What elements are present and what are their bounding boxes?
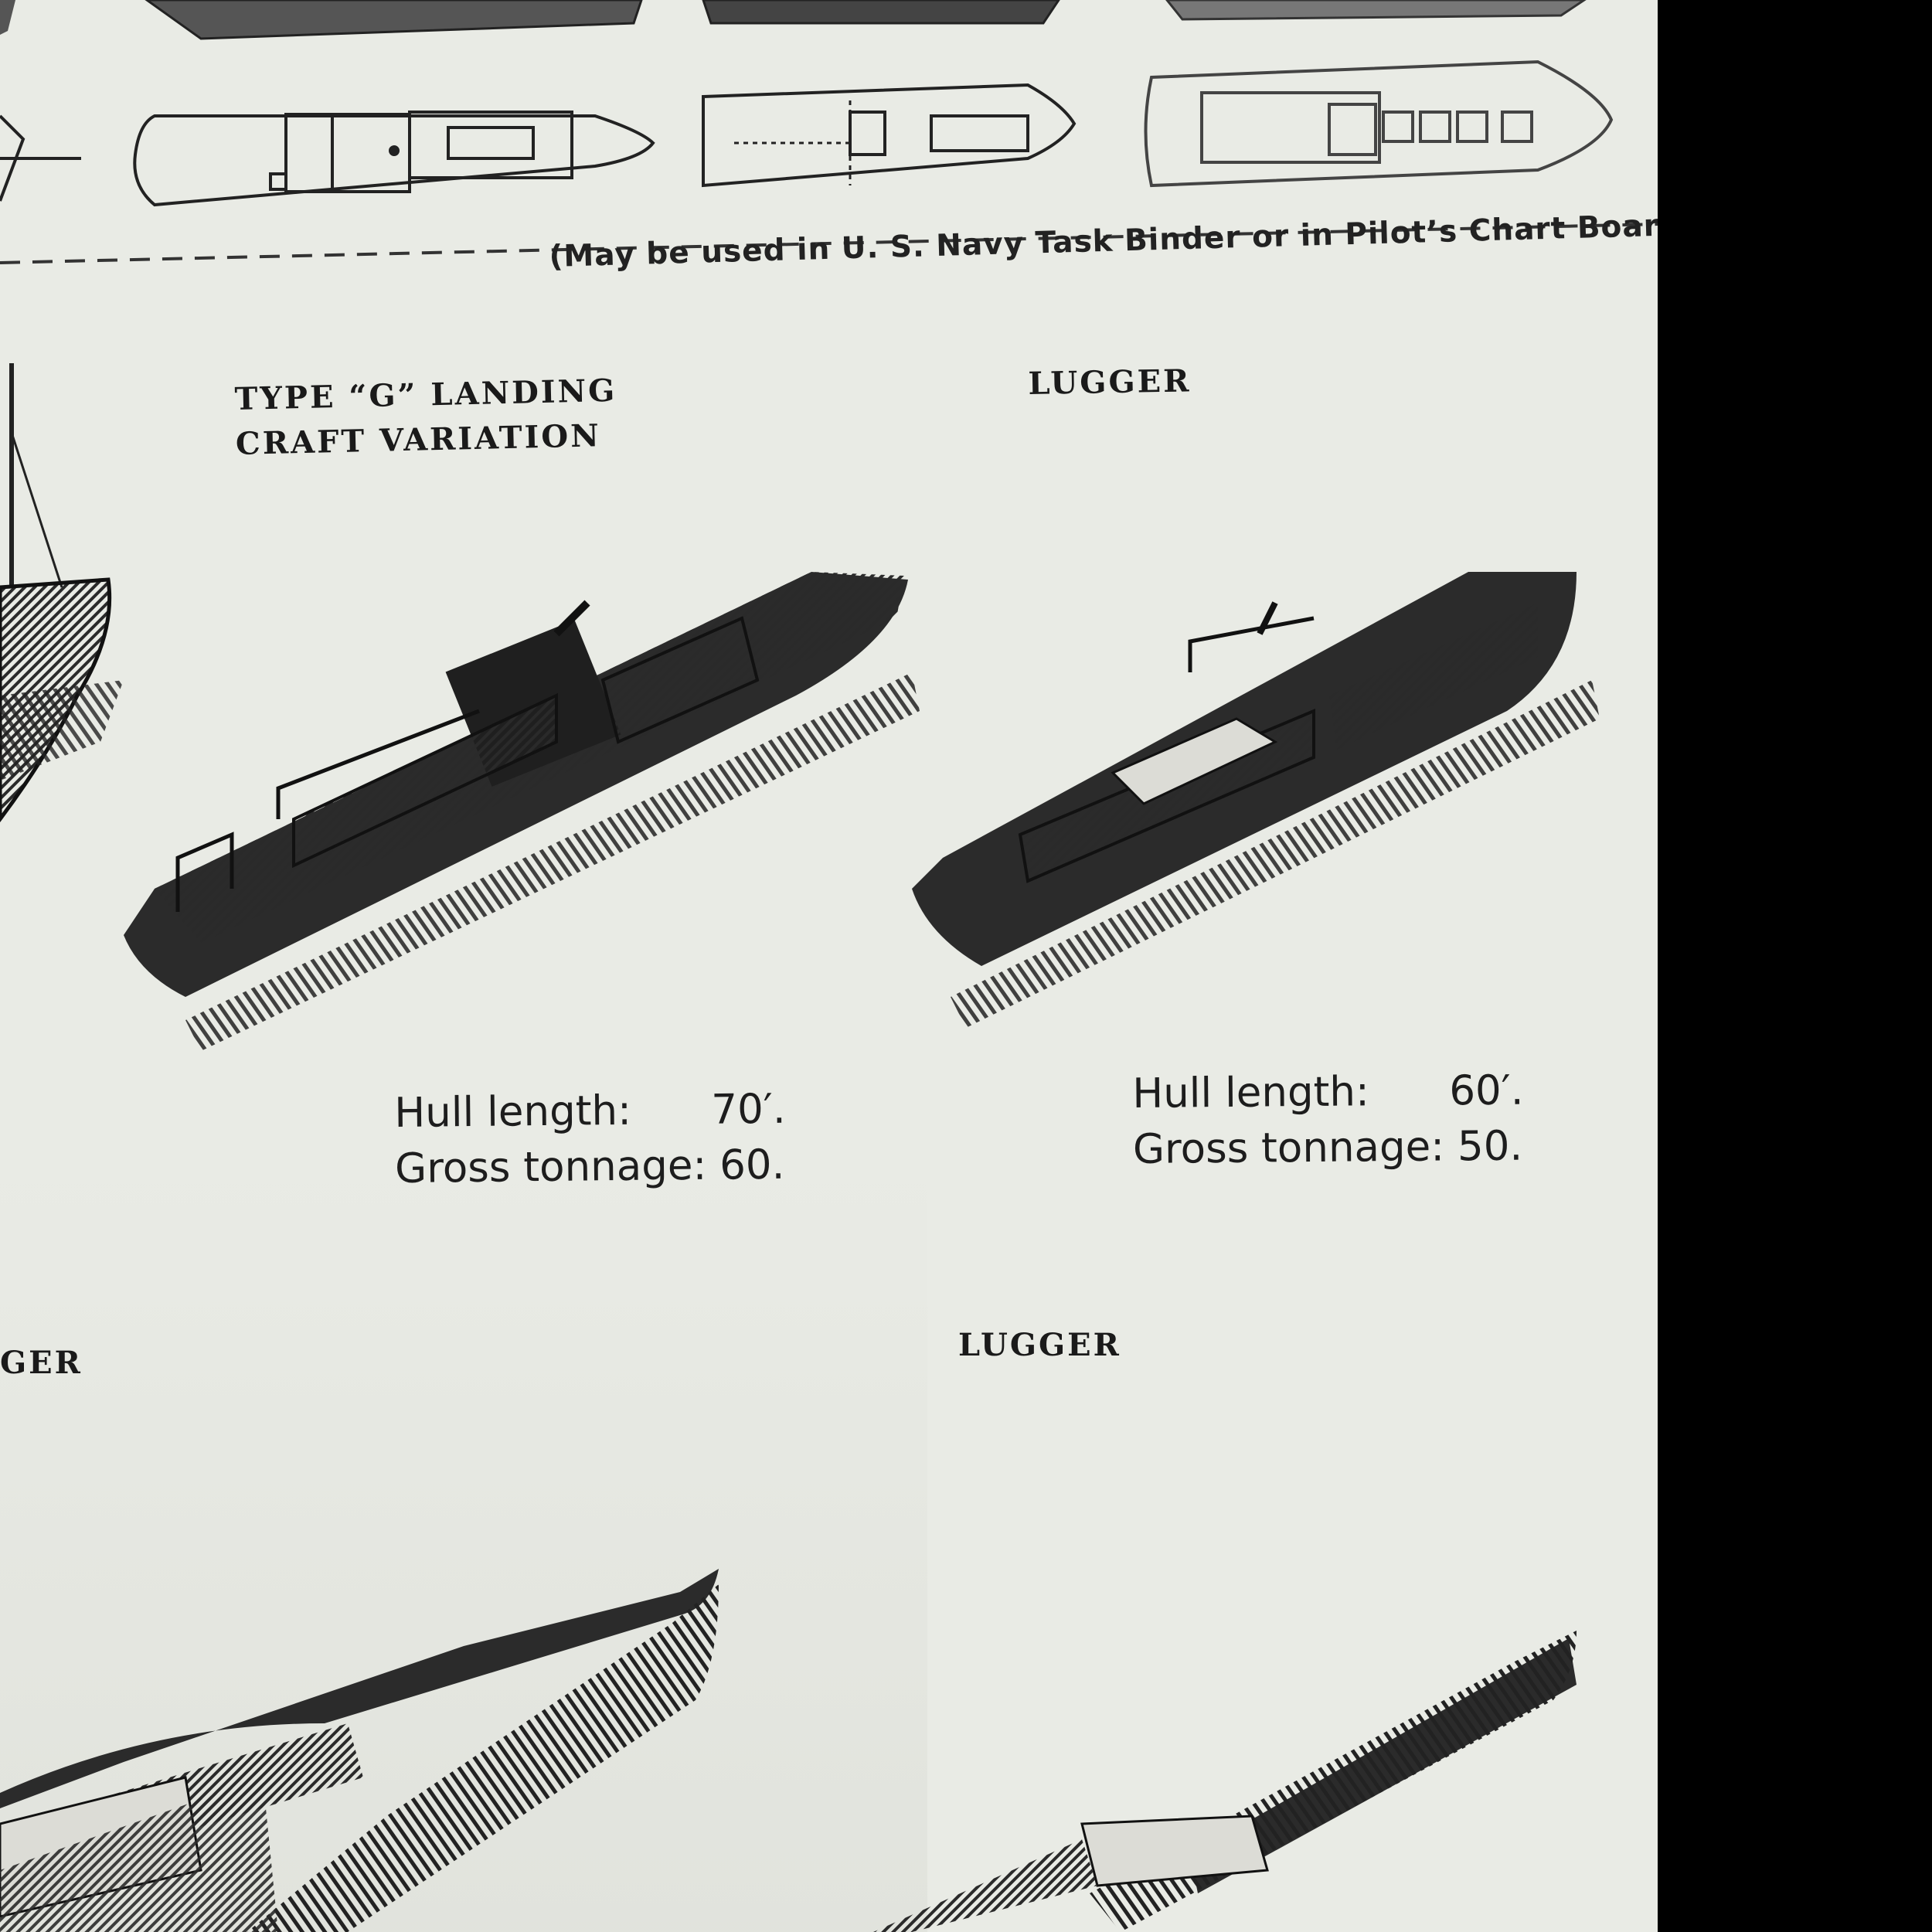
boat-plan-0-edge <box>0 114 81 202</box>
top-silhouettes <box>0 0 1587 40</box>
hull-length-label: Hull length: <box>394 1087 632 1137</box>
lugger-illustration <box>912 572 1600 1028</box>
illustrations <box>0 0 1658 1932</box>
lower-left-boat <box>0 1569 719 1932</box>
hull-length-label: Hull length: <box>1132 1068 1370 1117</box>
lower-left-title-fragment: GER <box>0 1345 83 1381</box>
left-edge-boat <box>0 363 124 823</box>
spec-block-landing-craft: Hull length: 70′. Gross tonnage: 60. <box>394 1082 787 1197</box>
landing-craft-illustration <box>124 572 920 1051</box>
dashed-cut-line <box>0 223 1658 264</box>
boat-plan-3 <box>1144 60 1614 188</box>
gross-tonnage-label: Gross tonnage: <box>1132 1123 1445 1173</box>
lower-right-boat <box>873 1631 1577 1932</box>
hull-length-value: 70′. <box>711 1085 786 1134</box>
boat-plan-2 <box>702 83 1077 188</box>
gross-tonnage-value: 50. <box>1457 1122 1523 1171</box>
hull-length-value: 60′. <box>1449 1066 1524 1115</box>
document-page: (May be used in U. S. Navy Task Binder o… <box>0 0 1658 1932</box>
card-title-lugger: LUGGER <box>1028 362 1192 402</box>
spec-block-lugger: Hull length: 60′. Gross tonnage: 50. <box>1132 1063 1525 1178</box>
card-title-line: CRAFT VARIATION <box>235 417 602 462</box>
boat-plan-1 <box>133 111 655 207</box>
gross-tonnage-value: 60. <box>719 1141 785 1189</box>
background-edge <box>1658 0 1932 1932</box>
gross-tonnage-label: Gross tonnage: <box>394 1141 707 1192</box>
lower-right-title: LUGGER <box>958 1327 1121 1363</box>
card-title-landing-craft: TYPE “G” LANDING CRAFT VARIATION <box>234 369 618 467</box>
